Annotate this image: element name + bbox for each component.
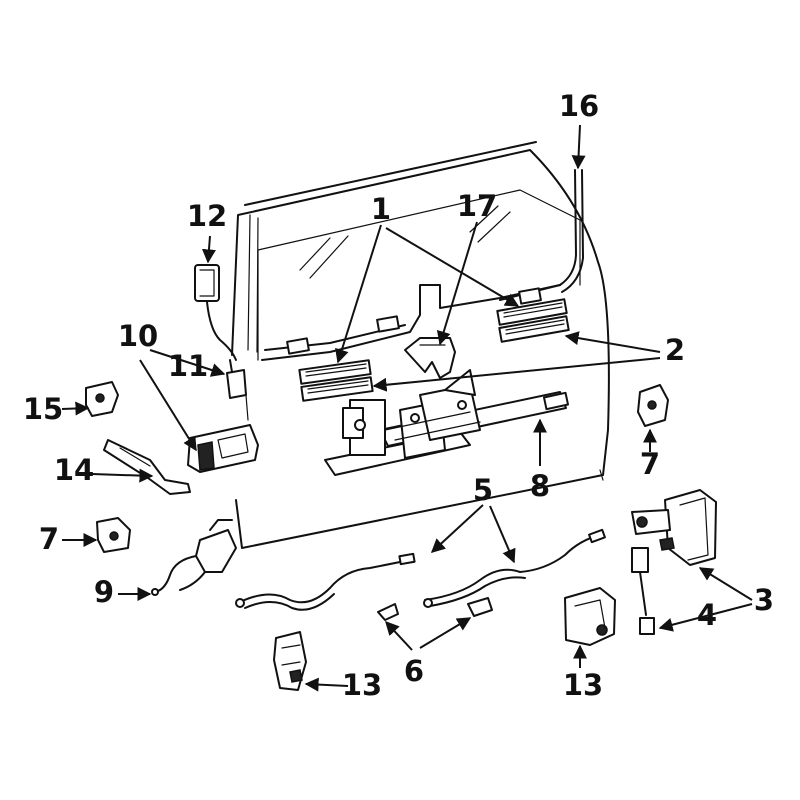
hinge-right — [637, 384, 669, 427]
latch-right — [564, 587, 616, 646]
inside-handle — [187, 359, 259, 473]
sash-channel-left — [298, 359, 374, 402]
callout-6: 6 — [404, 654, 424, 688]
door-lock-actuator — [631, 489, 717, 566]
striker-left — [273, 631, 307, 691]
callout-2: 2 — [665, 333, 685, 367]
callout-8: 8 — [530, 469, 550, 503]
callout-17: 17 — [457, 189, 497, 223]
callout-10: 10 — [118, 319, 158, 353]
bracket-part-17 — [404, 337, 456, 379]
callout-7-left: 7 — [39, 522, 59, 556]
window-regulator — [324, 369, 570, 476]
door-shell — [231, 141, 610, 549]
handle-rod-link — [103, 439, 191, 495]
glass-run-channel — [261, 169, 584, 361]
callout-1: 1 — [371, 192, 391, 226]
callout-12: 12 — [187, 199, 227, 233]
callout-11: 11 — [168, 349, 208, 383]
cable-clips — [377, 597, 493, 621]
callout-5: 5 — [473, 473, 493, 507]
sash-channel-right — [496, 298, 570, 343]
callout-7-right: 7 — [640, 447, 660, 481]
hinge-upper-left — [85, 381, 119, 417]
callout-3: 3 — [754, 583, 774, 617]
callout-4: 4 — [697, 598, 717, 632]
lock-cables — [235, 528, 606, 611]
hinge-lower-left — [96, 517, 131, 553]
callout-14: 14 — [54, 453, 94, 487]
lock-switch — [194, 264, 237, 361]
callout-16: 16 — [559, 89, 599, 123]
callout-labels: 1 2 3 4 5 6 7 7 8 9 10 11 12 13 13 14 15… — [23, 89, 774, 702]
callout-13-left: 13 — [342, 668, 382, 702]
callout-15: 15 — [23, 392, 63, 426]
lock-rod — [631, 547, 655, 635]
callout-13-right: 13 — [563, 668, 603, 702]
callout-9: 9 — [94, 575, 114, 609]
leader-lines — [61, 124, 753, 692]
outside-handle-rod — [151, 519, 237, 596]
